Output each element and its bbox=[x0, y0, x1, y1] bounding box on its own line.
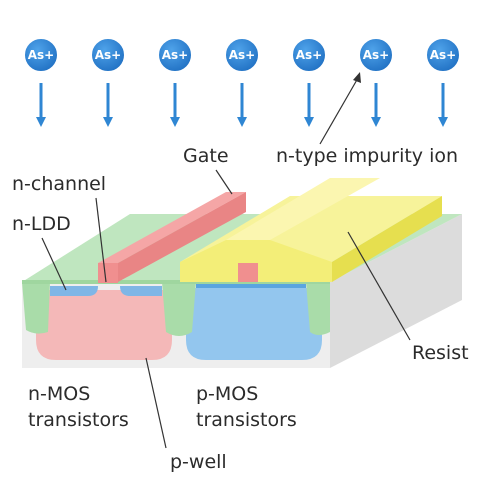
leader-impurity-head bbox=[353, 72, 361, 83]
pmos-surface-layer bbox=[196, 282, 306, 288]
label-pmos-line1: p-MOS bbox=[196, 383, 258, 405]
label-resist: Resist bbox=[412, 342, 469, 364]
label-impurity: n-type impurity ion bbox=[276, 145, 458, 167]
label-pmos-line2: transistors bbox=[196, 409, 297, 431]
gate-side bbox=[118, 192, 246, 282]
resist-bump bbox=[226, 178, 380, 240]
labels: Gate n-type impurity ion n-channel n-LDD… bbox=[12, 72, 469, 473]
ion-6: As+ bbox=[358, 37, 394, 127]
gate-top bbox=[98, 192, 246, 263]
gate-nmos bbox=[98, 192, 246, 283]
isolation-left bbox=[22, 282, 50, 334]
ion-label: As+ bbox=[229, 48, 255, 62]
ion-label: As+ bbox=[162, 48, 188, 62]
leader-p-well bbox=[145, 357, 167, 449]
ion-5: As+ bbox=[291, 37, 327, 127]
p-well-region bbox=[36, 290, 172, 360]
ion-label: As+ bbox=[430, 48, 456, 62]
front-oxide-strip bbox=[22, 280, 330, 284]
substrate-side-face bbox=[330, 214, 462, 368]
ion-4: As+ bbox=[224, 37, 260, 127]
ion-7: As+ bbox=[425, 37, 461, 127]
label-nmos-line2: transistors bbox=[28, 409, 129, 431]
ion-1: As+ bbox=[23, 37, 59, 127]
leader-resist bbox=[347, 231, 411, 341]
pmos-gate bbox=[238, 263, 258, 282]
ion-label: As+ bbox=[28, 48, 54, 62]
ion-2: As+ bbox=[90, 37, 126, 127]
ion-label: As+ bbox=[363, 48, 389, 62]
label-n-channel: n-channel bbox=[12, 173, 106, 195]
ion-label: As+ bbox=[296, 48, 322, 62]
leader-n-channel bbox=[95, 197, 107, 283]
resist-side bbox=[332, 196, 442, 282]
label-nmos-line1: n-MOS bbox=[28, 383, 90, 405]
gate-front bbox=[98, 263, 118, 283]
leader-gate bbox=[215, 169, 233, 195]
n-ldd-right bbox=[120, 286, 162, 296]
n-well-region bbox=[186, 288, 322, 360]
ion-3: As+ bbox=[157, 37, 193, 127]
resist-front bbox=[180, 240, 332, 282]
leader-n-ldd bbox=[41, 237, 67, 291]
isolation-middle bbox=[162, 282, 196, 336]
label-n-ldd: n-LDD bbox=[12, 213, 71, 235]
ion-row: As+ As+ As+ As+ As+ As+ bbox=[23, 37, 461, 127]
resist bbox=[180, 178, 442, 282]
label-p-well: p-well bbox=[170, 451, 227, 473]
isolation-right bbox=[306, 282, 330, 335]
leader-impurity bbox=[319, 77, 359, 145]
label-gate: Gate bbox=[183, 145, 229, 167]
n-ldd-left bbox=[50, 286, 98, 296]
ion-label: As+ bbox=[95, 48, 121, 62]
